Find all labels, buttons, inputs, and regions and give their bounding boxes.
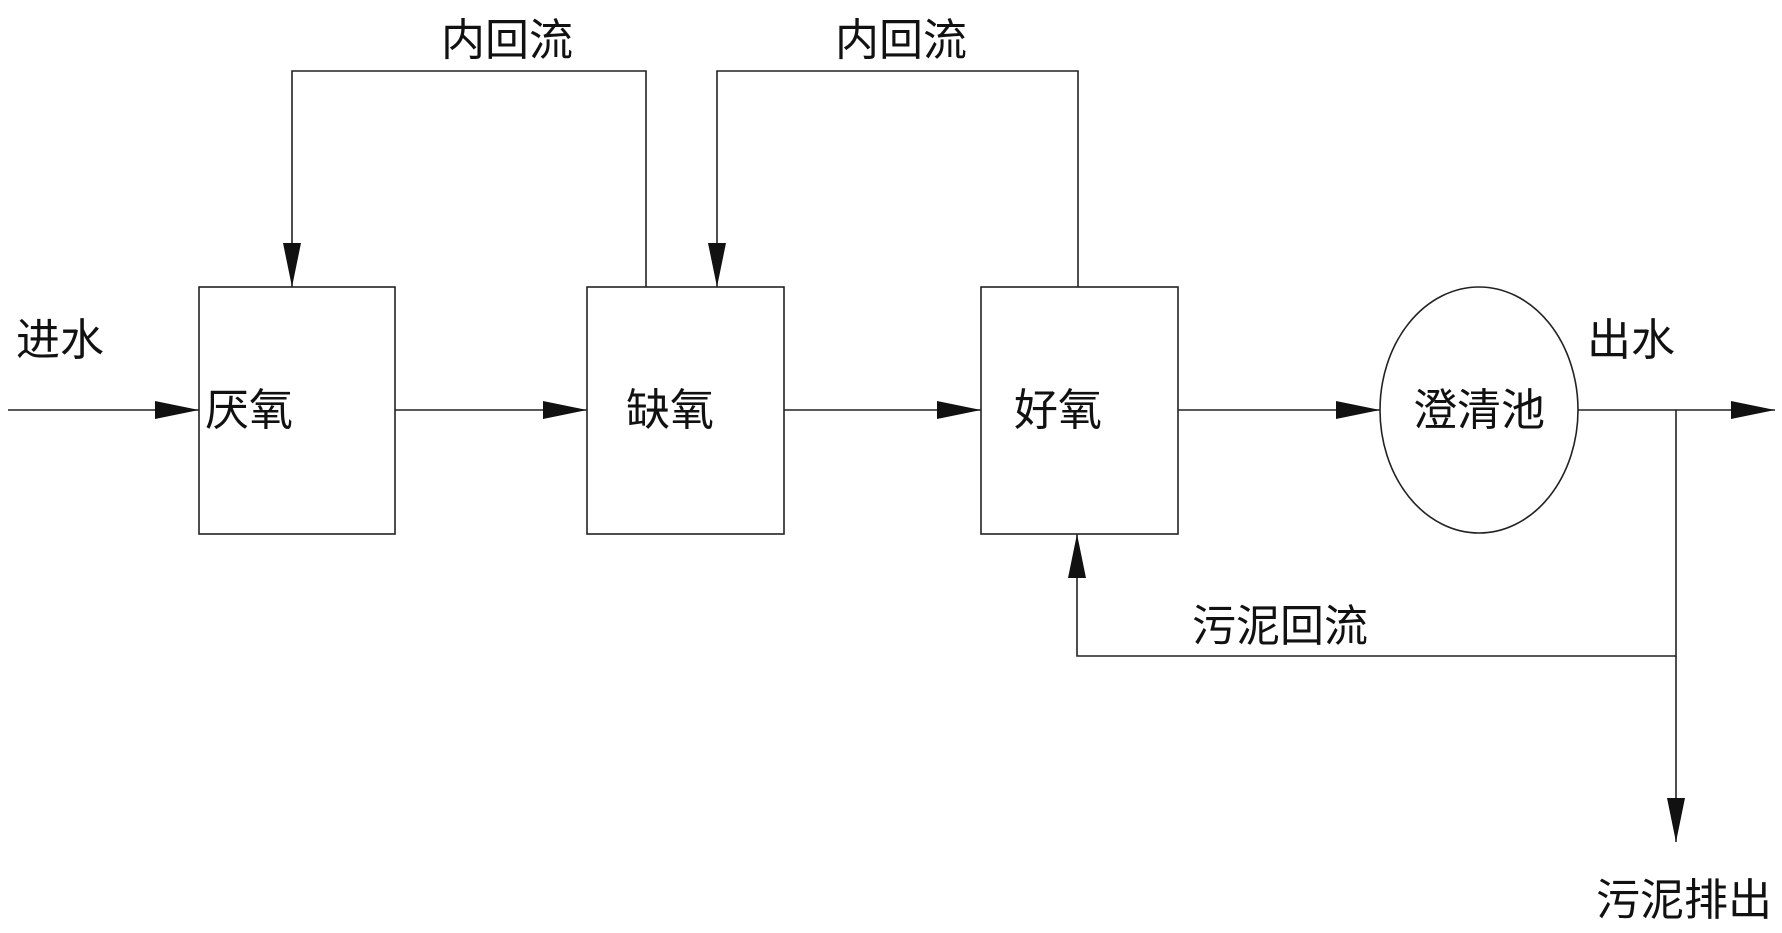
outflow-label: 出水 xyxy=(1587,315,1675,366)
clarifier-tank-label: 澄清池 xyxy=(1413,385,1545,436)
internal-recycle-1-line xyxy=(283,70,647,287)
anoxic-tank-label: 缺氧 xyxy=(626,385,714,436)
aerobic-tank-label: 好氧 xyxy=(1014,385,1102,436)
anaerobic-tank-label: 厌氧 xyxy=(205,385,293,436)
anoxic-tank xyxy=(586,286,785,535)
sludge-return-label: 污泥回流 xyxy=(1192,601,1368,652)
internal-recycle-1-label: 内回流 xyxy=(441,15,573,66)
inflow-label: 进水 xyxy=(16,315,104,366)
anaerobic-tank xyxy=(198,286,396,535)
internal-recycle-2-line xyxy=(708,70,1079,287)
sludge-discharge-label: 污泥排出 xyxy=(1596,875,1772,926)
aerobic-tank xyxy=(980,286,1179,535)
internal-recycle-2-label: 内回流 xyxy=(835,15,967,66)
sludge-return-line xyxy=(1068,410,1677,657)
